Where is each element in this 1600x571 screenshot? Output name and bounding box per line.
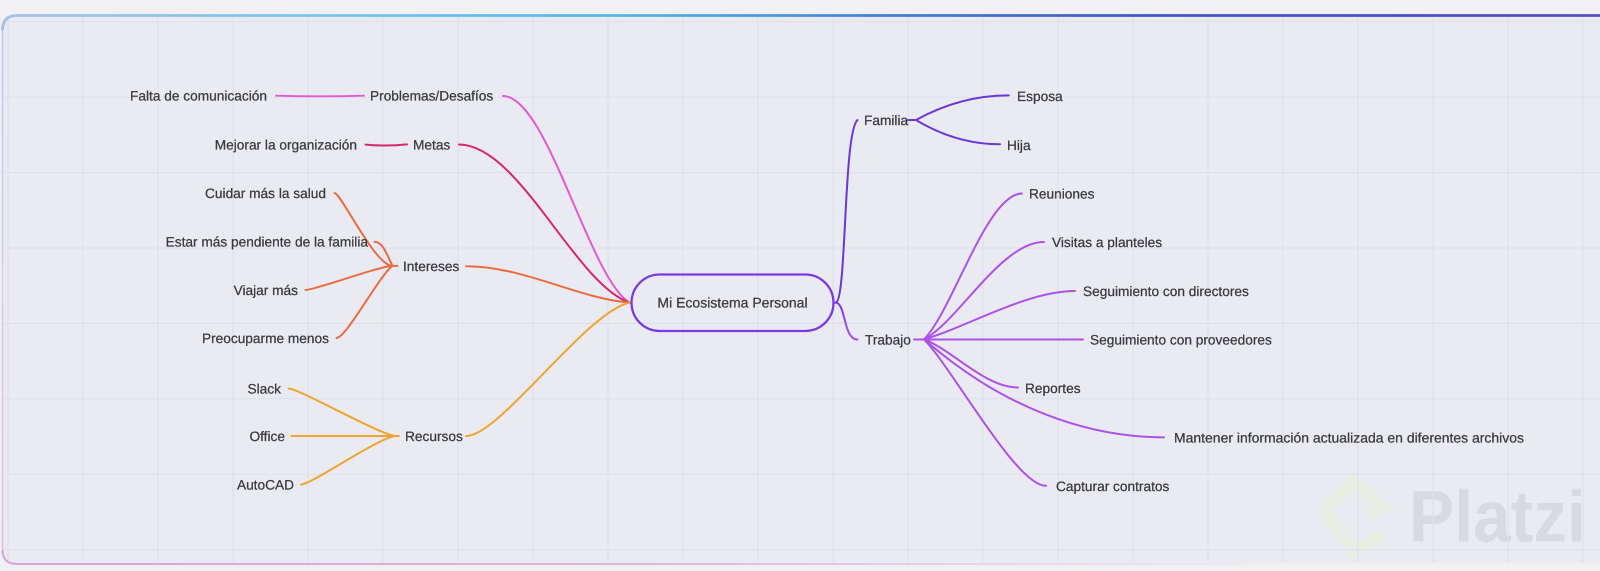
- svg-text:Esposa: Esposa: [1017, 89, 1063, 104]
- svg-text:Reportes: Reportes: [1025, 381, 1081, 396]
- svg-text:Recursos: Recursos: [405, 429, 463, 444]
- svg-text:Seguimiento con directores: Seguimiento con directores: [1083, 284, 1249, 299]
- svg-text:Intereses: Intereses: [403, 259, 459, 274]
- svg-text:Metas: Metas: [413, 137, 450, 152]
- svg-text:Reuniones: Reuniones: [1029, 186, 1095, 201]
- svg-text:Trabajo: Trabajo: [865, 332, 911, 347]
- svg-text:Hija: Hija: [1007, 138, 1031, 153]
- svg-text:Visitas a planteles: Visitas a planteles: [1052, 235, 1162, 250]
- svg-text:Mi Ecosistema Personal: Mi Ecosistema Personal: [657, 295, 807, 311]
- svg-text:Preocuparme menos: Preocuparme menos: [202, 331, 329, 346]
- svg-text:Mantener información actualiza: Mantener información actualizada en dife…: [1174, 430, 1524, 445]
- svg-text:AutoCAD: AutoCAD: [237, 477, 294, 492]
- svg-text:Estar más pendiente de la fami: Estar más pendiente de la familia: [166, 234, 369, 249]
- svg-text:Cuidar más la salud: Cuidar más la salud: [205, 186, 326, 201]
- svg-text:Viajar más: Viajar más: [234, 283, 299, 298]
- svg-text:Office: Office: [249, 429, 285, 444]
- svg-text:Seguimiento con proveedores: Seguimiento con proveedores: [1090, 332, 1272, 347]
- svg-text:Falta de comunicación: Falta de comunicación: [130, 88, 267, 103]
- svg-text:Familia: Familia: [864, 113, 908, 128]
- svg-text:Problemas/Desafíos: Problemas/Desafíos: [370, 88, 493, 103]
- svg-text:Capturar contratos: Capturar contratos: [1056, 479, 1170, 494]
- svg-text:Mejorar la organización: Mejorar la organización: [215, 137, 357, 152]
- svg-text:Platzi: Platzi: [1409, 477, 1586, 558]
- svg-text:Slack: Slack: [248, 381, 282, 396]
